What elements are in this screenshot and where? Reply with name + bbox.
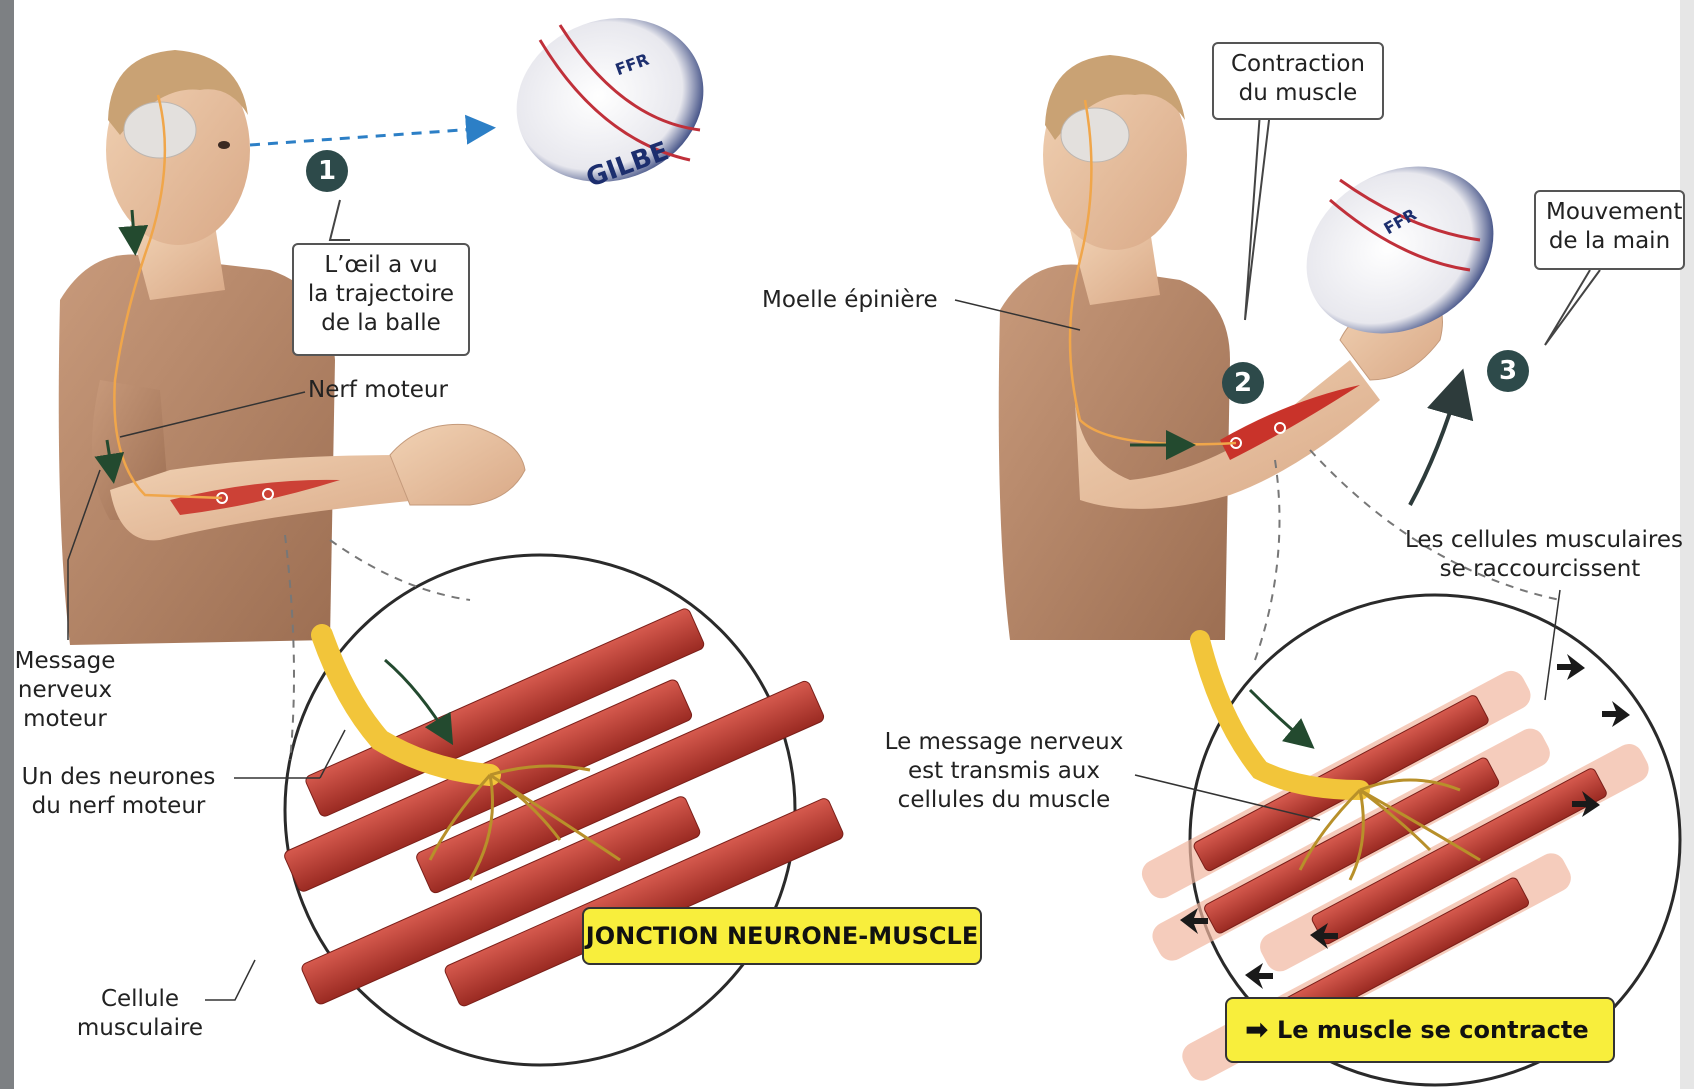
step-3-badge: 3 — [1487, 350, 1529, 392]
cellule-line-2: musculaire — [70, 1014, 210, 1043]
mouvement-line-1: Mouvement — [1546, 198, 1673, 227]
contraction-line-1: Contraction — [1224, 50, 1372, 79]
jonction-box: JONCTION NEURONE-MUSCLE — [582, 907, 982, 965]
eye-callout-line-2: la trajectoire — [304, 280, 458, 309]
neurone-label: Un des neurones du nerf moteur — [16, 763, 221, 821]
message-nerveux-label: Message nerveux moteur — [10, 647, 120, 734]
message-transmis-line-2: est transmis aux — [874, 757, 1134, 786]
step-1-badge: 1 — [306, 150, 348, 192]
step-2-badge: 2 — [1222, 362, 1264, 404]
cellule-label: Cellule musculaire — [70, 985, 210, 1043]
message-nerveux-line-1: Message — [10, 647, 120, 676]
contraction-callout: Contraction du muscle — [1212, 42, 1384, 120]
cellules-raccourcissent-label: Les cellules musculaires se raccourcisse… — [1405, 526, 1675, 584]
mouvement-callout: Mouvement de la main — [1534, 190, 1685, 270]
moelle-label: Moelle épinière — [762, 286, 938, 315]
contracte-box: ➡ Le muscle se contracte — [1225, 997, 1615, 1063]
contraction-line-2: du muscle — [1224, 79, 1372, 108]
message-nerveux-line-2: nerveux — [10, 676, 120, 705]
neurone-line-1: Un des neurones — [16, 763, 221, 792]
mouvement-line-2: de la main — [1546, 227, 1673, 256]
neurone-line-2: du nerf moteur — [16, 792, 221, 821]
cellules-line-1: Les cellules musculaires — [1405, 526, 1675, 555]
gaze-arrow — [250, 128, 490, 145]
movement-arrow — [1410, 380, 1460, 505]
right-person — [999, 55, 1443, 640]
arrow-right-icon: ➡ — [1245, 999, 1268, 1061]
rugby-ball-right — [1276, 133, 1524, 366]
cellule-line-1: Cellule — [70, 985, 210, 1014]
message-transmis-line-1: Le message nerveux — [874, 728, 1134, 757]
eye-callout-line-3: de la balle — [304, 309, 458, 338]
message-transmis-label: Le message nerveux est transmis aux cell… — [874, 728, 1134, 815]
eye-callout-line-1: L’œil a vu — [304, 251, 458, 280]
message-transmis-line-3: cellules du muscle — [874, 786, 1134, 815]
eye-callout: L’œil a vu la trajectoire de la balle — [292, 243, 470, 356]
edge-strip — [0, 0, 14, 1089]
message-nerveux-line-3: moteur — [10, 705, 120, 734]
nerf-moteur-label: Nerf moteur — [308, 376, 448, 405]
cellules-line-2: se raccourcissent — [1405, 555, 1675, 584]
contracte-text: Le muscle se contracte — [1277, 1016, 1589, 1044]
